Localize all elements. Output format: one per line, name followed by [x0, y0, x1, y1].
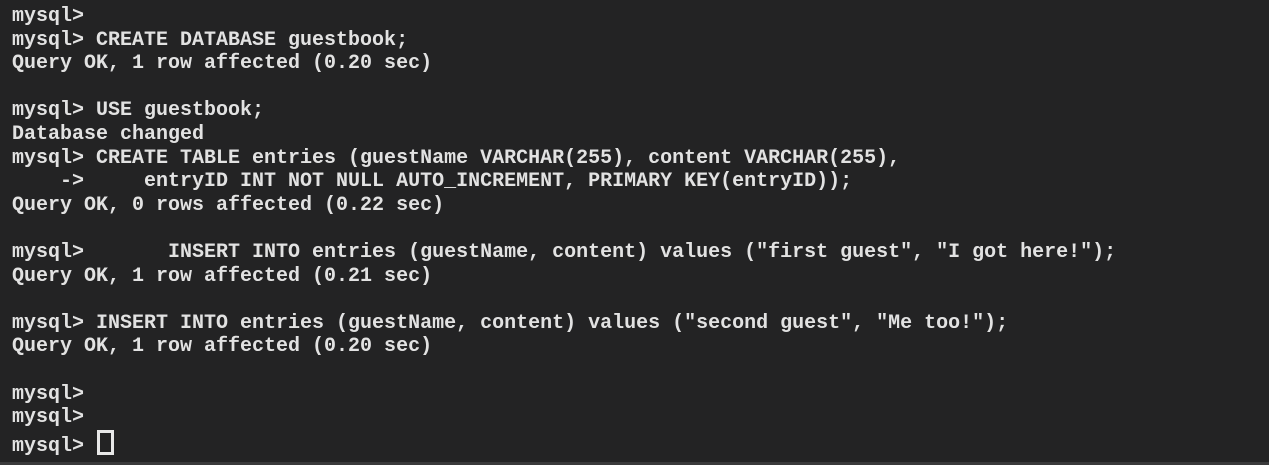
text-cursor[interactable] [97, 429, 115, 455]
terminal-line [12, 76, 1269, 100]
terminal-line [12, 288, 1269, 312]
terminal-line: Query OK, 1 row affected (0.21 sec) [12, 264, 433, 288]
terminal-output: mysql>mysql> CREATE DATABASE guestbook;Q… [12, 5, 1269, 458]
terminal-line: Query OK, 1 row affected (0.20 sec) [12, 52, 433, 76]
window-bottom-edge [0, 462, 1269, 465]
terminal-line: mysql> [12, 5, 85, 28]
terminal-line: Query OK, 1 row affected (0.20 sec) [12, 335, 433, 359]
terminal-line [12, 217, 1269, 241]
terminal-line: mysql> [12, 382, 85, 406]
terminal-line: -> entryID INT NOT NULL AUTO_INCREMENT, … [12, 170, 853, 194]
terminal-line: mysql> CREATE TABLE entries (guestName V… [12, 146, 901, 170]
terminal-line: mysql> INSERT INTO entries (guestName, c… [12, 311, 1009, 335]
terminal-line: Query OK, 0 rows affected (0.22 sec) [12, 193, 445, 217]
terminal-line: mysql> INSERT INTO entries (guestName, c… [12, 240, 1117, 264]
terminal-line: mysql> CREATE DATABASE guestbook; [12, 28, 409, 52]
terminal-line: mysql> [12, 429, 1269, 458]
terminal-line [12, 359, 1269, 383]
terminal-line: mysql> [12, 406, 85, 430]
terminal-line: mysql> USE guestbook; [12, 99, 265, 123]
terminal-line: Database changed [12, 122, 205, 146]
